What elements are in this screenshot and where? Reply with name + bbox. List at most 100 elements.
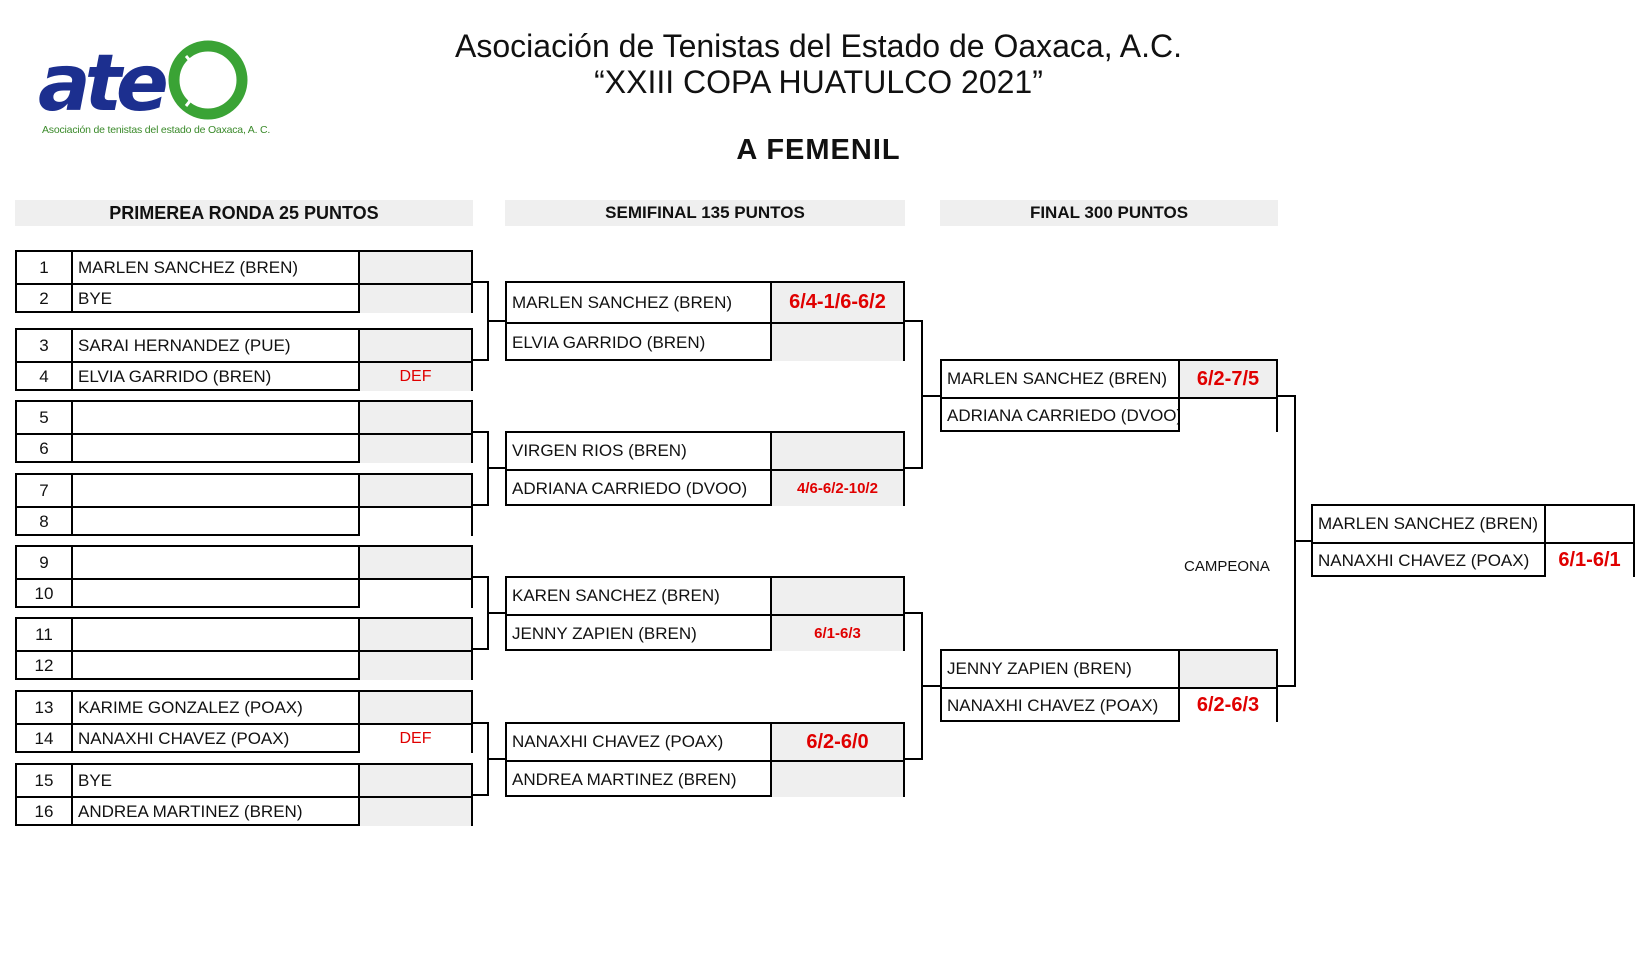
score-cell [360,619,471,650]
player-name: ANDREA MARTINEZ (BREN) [73,798,360,826]
seed-number: 7 [17,475,73,506]
player-name: SARAI HERNANDEZ (PUE) [73,330,360,361]
second-round-match-3: KAREN SANCHEZ (BREN) JENNY ZAPIEN (BREN)… [505,576,905,651]
first-round-player-row: 14 NANAXHI CHAVEZ (POAX) DEF [17,723,471,753]
bracket-connector [487,612,505,614]
bracket-connector [905,320,923,322]
first-round-player-row: 8 [17,506,471,536]
first-round-player-row: 13 KARIME GONZALEZ (POAX) [17,692,471,723]
semifinal-player-row: JENNY ZAPIEN (BREN) [942,651,1276,687]
second-round-match-2: VIRGEN RIOS (BREN) ADRIANA CARRIEDO (DVO… [505,431,905,506]
player-name: ANDREA MARTINEZ (BREN) [507,762,772,797]
first-round-player-row: 11 [17,619,471,650]
player-name: NANAXHI CHAVEZ (POAX) [1313,544,1546,577]
first-round-player-row: 4 ELVIA GARRIDO (BREN) DEF [17,361,471,391]
bracket-connector [905,467,923,469]
first-round-match-6: 11 12 [15,617,473,680]
bracket-connector [473,281,489,283]
player-name: ELVIA GARRIDO (BREN) [507,324,772,361]
seed-number: 14 [17,725,73,753]
player-name [73,402,360,433]
score-cell [772,578,903,614]
player-name: BYE [73,765,360,796]
score-cell: 6/1-6/3 [772,616,903,651]
bracket-connector [1278,395,1296,397]
score-cell [1180,399,1276,432]
logo-tagline: Asociación de tenistas del estado de Oax… [42,124,271,136]
score-cell [1546,506,1633,542]
first-round-player-row: 3 SARAI HERNANDEZ (PUE) [17,330,471,361]
player-name: NANAXHI CHAVEZ (POAX) [73,725,360,753]
score-cell: 6/2-7/5 [1180,361,1276,397]
second-round-player-row: NANAXHI CHAVEZ (POAX) 6/2-6/0 [507,724,903,760]
seed-number: 1 [17,252,73,283]
seed-number: 6 [17,435,73,463]
seed-number: 5 [17,402,73,433]
seed-number: 2 [17,285,73,313]
svg-text:ate: ate [38,39,166,126]
score-cell [360,330,471,361]
player-name [73,435,360,463]
first-round-player-row: 6 [17,433,471,463]
score-cell [360,508,471,536]
bracket-connector [473,648,489,650]
bracket-connector [1278,685,1296,687]
organization-title: Asociación de Tenistas del Estado de Oax… [455,28,1182,64]
player-name: KARIME GONZALEZ (POAX) [73,692,360,723]
player-name: JENNY ZAPIEN (BREN) [942,651,1180,687]
seed-number: 15 [17,765,73,796]
first-round-player-row: 9 [17,547,471,578]
score-cell [360,580,471,608]
seed-number: 16 [17,798,73,826]
seed-number: 3 [17,330,73,361]
first-round-player-row: 2 BYE [17,283,471,313]
bracket-connector [921,395,940,397]
score-cell: 6/2-6/0 [772,724,903,760]
first-round-player-row: 5 [17,402,471,433]
second-round-player-row: ADRIANA CARRIEDO (DVOO) 4/6-6/2-10/2 [507,469,903,506]
bracket-connector [473,431,489,433]
first-round-player-row: 10 [17,578,471,608]
score-cell [360,692,471,723]
final-player-row: MARLEN SANCHEZ (BREN) [1313,506,1633,542]
player-name: ADRIANA CARRIEDO (DVOO) [942,399,1180,432]
first-round-player-row: 7 [17,475,471,506]
player-name: ADRIANA CARRIEDO (DVOO) [507,471,772,506]
seed-number: 8 [17,508,73,536]
first-round-match-3: 5 6 [15,400,473,463]
semifinal-player-row: MARLEN SANCHEZ (BREN) 6/2-7/5 [942,361,1276,397]
score-cell [1180,651,1276,687]
score-cell [360,475,471,506]
bracket-connector [473,794,489,796]
score-cell [360,252,471,283]
score-cell [360,435,471,463]
bracket-connector [1294,540,1311,542]
semifinal-match-2: JENNY ZAPIEN (BREN) NANAXHI CHAVEZ (POAX… [940,649,1278,722]
semifinal-player-row: ADRIANA CARRIEDO (DVOO) [942,397,1276,432]
score-cell [360,765,471,796]
first-round-player-row: 16 ANDREA MARTINEZ (BREN) [17,796,471,826]
bracket-connector [905,612,923,614]
final-match: MARLEN SANCHEZ (BREN) NANAXHI CHAVEZ (PO… [1311,504,1635,577]
champion-label: CAMPEONA [1184,558,1270,575]
final-player-row: NANAXHI CHAVEZ (POAX) 6/1-6/1 [1313,542,1633,577]
first-round-match-4: 7 8 [15,473,473,536]
player-name: BYE [73,285,360,313]
score-cell [360,798,471,826]
second-round-player-row: ANDREA MARTINEZ (BREN) [507,760,903,797]
first-round-player-row: 12 [17,650,471,680]
player-name: MARLEN SANCHEZ (BREN) [73,252,360,283]
bracket-connector [473,576,489,578]
round-header-first: PRIMEREA RONDA 25 PUNTOS [15,200,473,226]
player-name [73,508,360,536]
score-cell [772,762,903,797]
score-cell: DEF [360,363,471,391]
player-name: MARLEN SANCHEZ (BREN) [942,361,1180,397]
player-name [73,619,360,650]
second-round-match-4: NANAXHI CHAVEZ (POAX) 6/2-6/0 ANDREA MAR… [505,722,905,797]
first-round-player-row: 15 BYE [17,765,471,796]
player-name: KAREN SANCHEZ (BREN) [507,578,772,614]
bracket-connector [473,359,489,361]
atec-logo: ate [36,34,256,144]
score-cell: DEF [360,725,471,753]
